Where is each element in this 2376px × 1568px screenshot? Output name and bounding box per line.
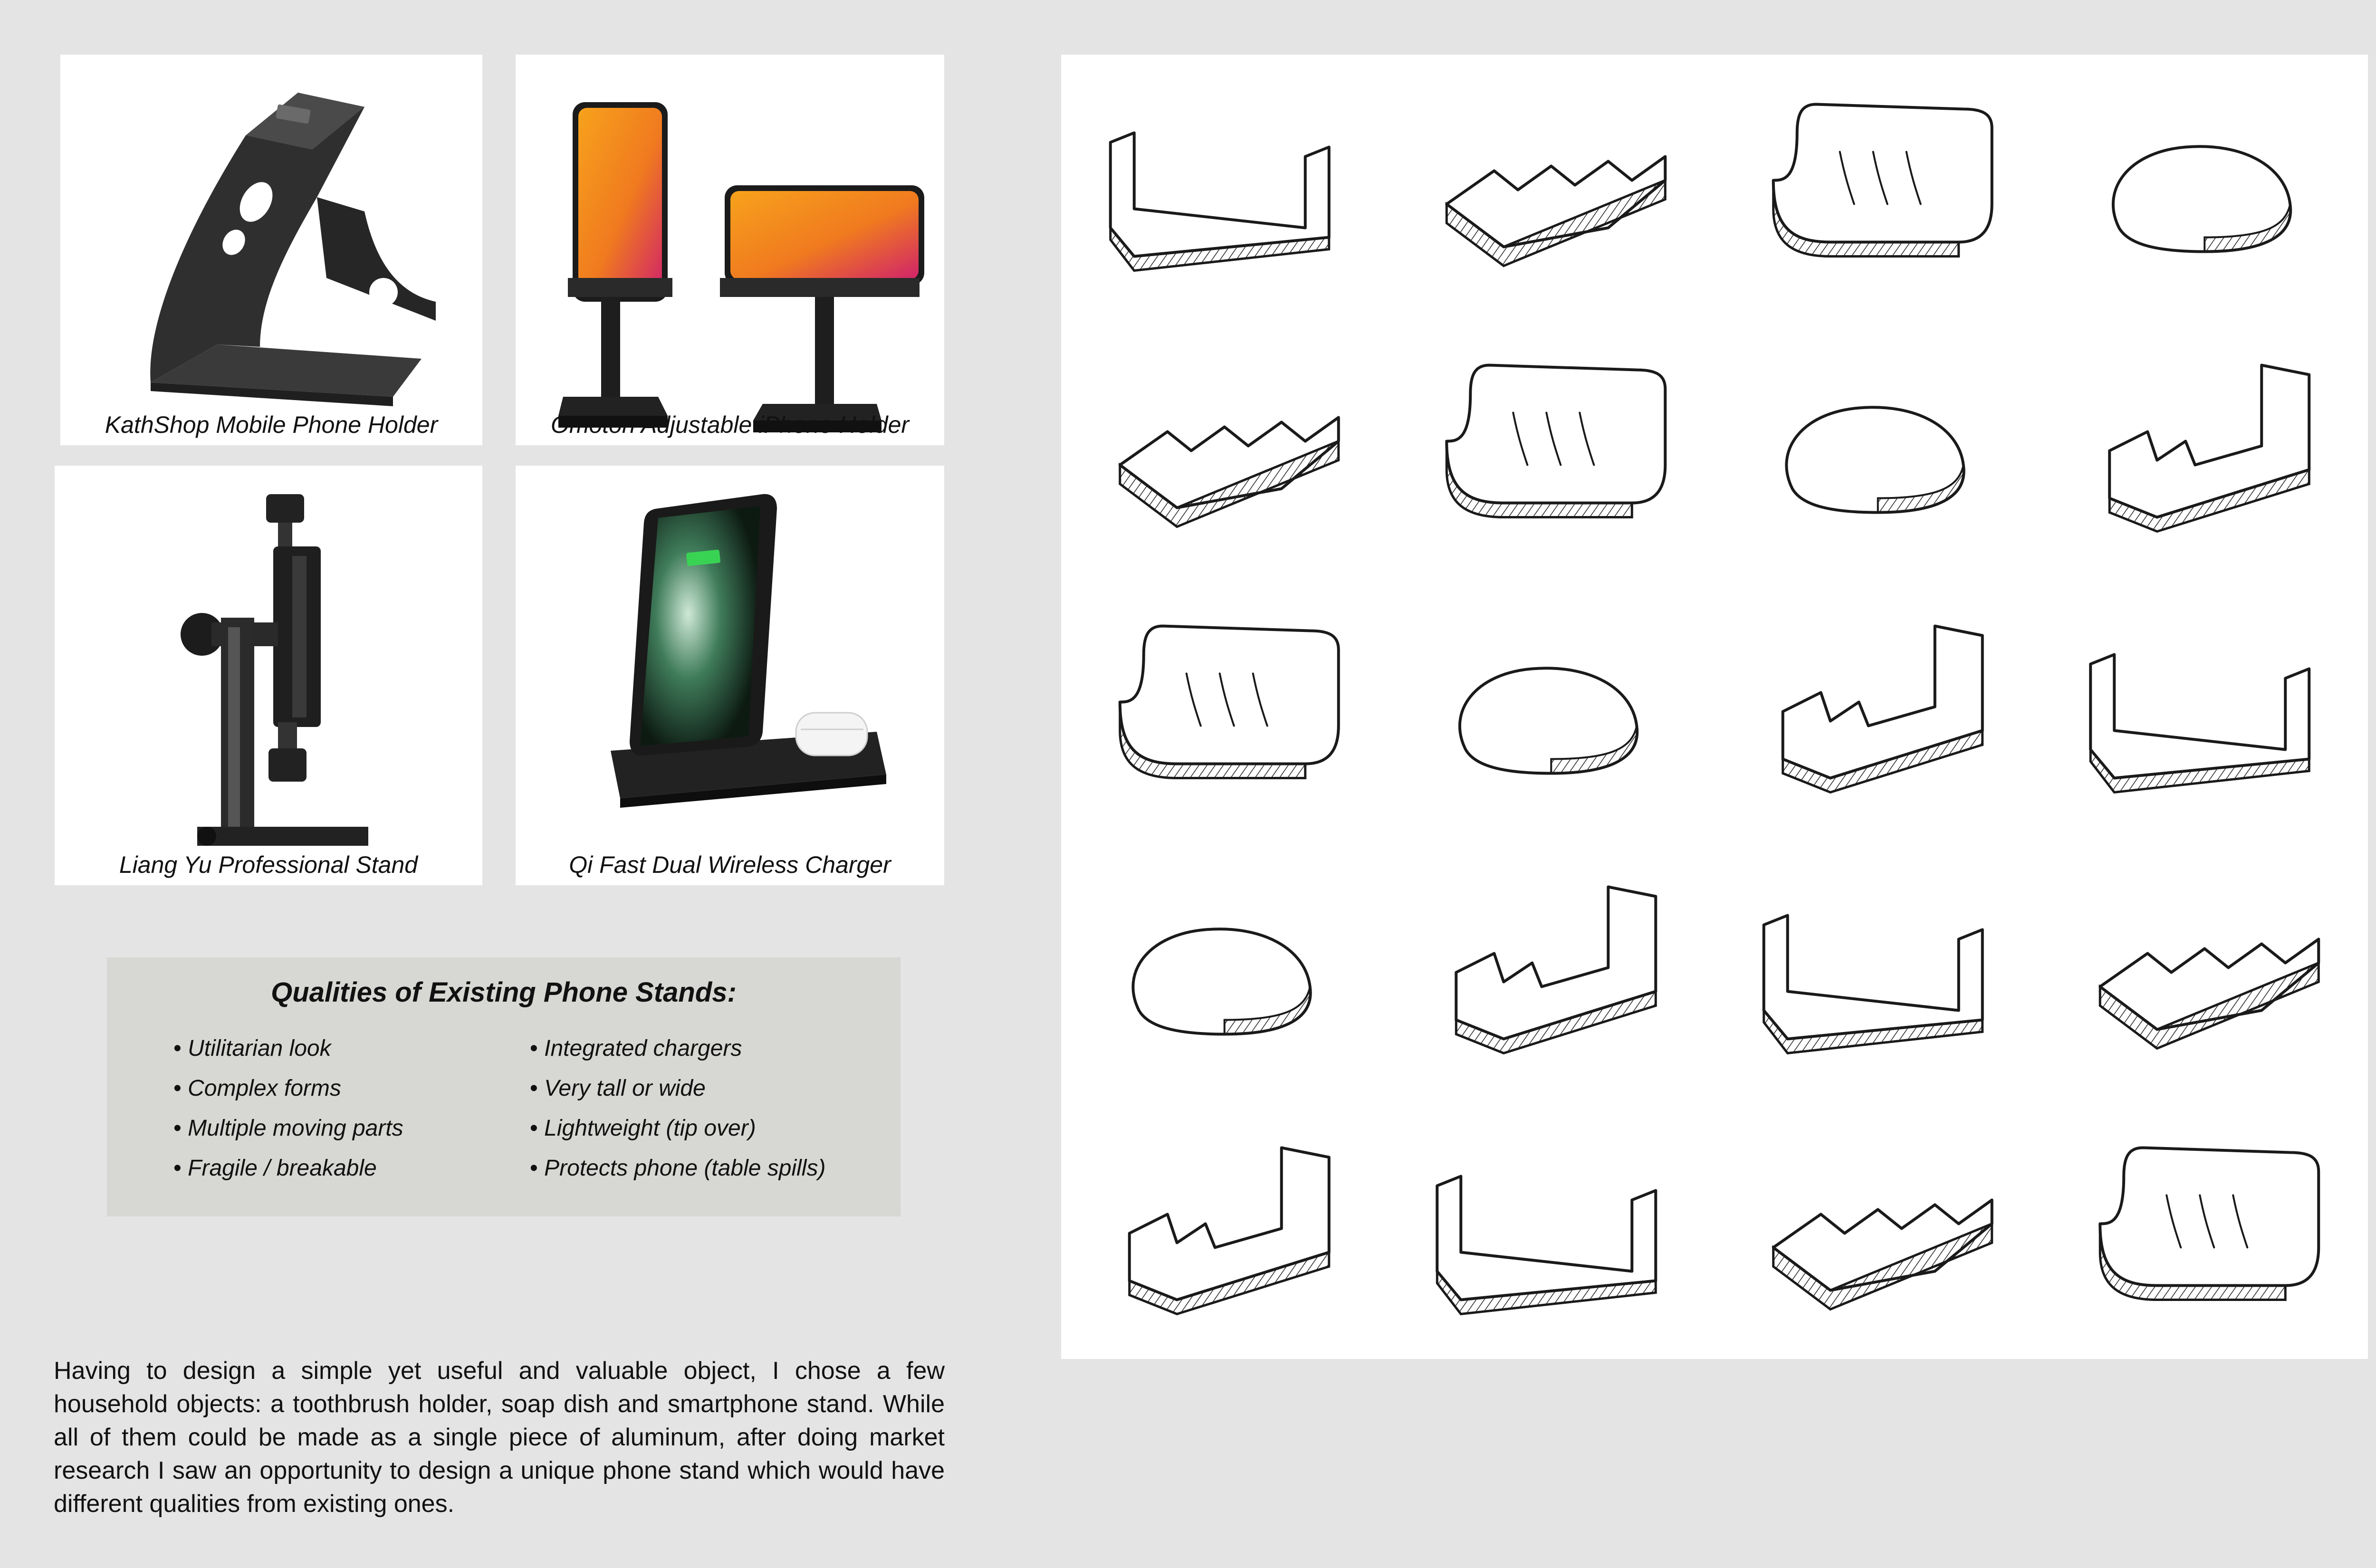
product-caption: Qi Fast Dual Wireless Charger bbox=[569, 851, 891, 878]
description-paragraph: Having to design a simple yet useful and… bbox=[54, 1357, 945, 1518]
product-card-omoton: Omoton Adjustable iPhone Holder bbox=[516, 55, 944, 445]
concept-sketch bbox=[2098, 937, 2320, 1050]
product-caption: Liang Yu Professional Stand bbox=[119, 851, 418, 878]
concept-sketch bbox=[1762, 914, 1984, 1055]
concept-sketch bbox=[1458, 667, 1639, 775]
phone-stand-concept-sketches bbox=[1109, 103, 2320, 1316]
quality-item: Multiple moving parts bbox=[173, 1109, 403, 1148]
quality-item: Lightweight (tip over) bbox=[530, 1109, 825, 1148]
concept-sketch bbox=[2111, 145, 2292, 253]
concept-sketch bbox=[1772, 103, 1993, 258]
concept-sketch bbox=[1445, 363, 1667, 518]
qualities-title: Qualities of Existing Phone Stands: bbox=[271, 977, 737, 1008]
concept-sketch bbox=[1128, 1146, 1331, 1316]
concept-sketch bbox=[1436, 1175, 1657, 1316]
concept-sketch bbox=[1445, 155, 1667, 268]
concept-sketch bbox=[1772, 1198, 1993, 1311]
concept-sketch bbox=[2108, 363, 2311, 533]
concept-sketch bbox=[1781, 624, 1984, 794]
concept-sketch bbox=[1109, 131, 1331, 272]
concept-sketch bbox=[1785, 406, 1965, 514]
product-card-kathshop: KathShop Mobile Phone Holder bbox=[60, 55, 482, 445]
adjustable-phone-holder-photo bbox=[558, 102, 924, 432]
tripod-phone-mount-photo bbox=[181, 494, 368, 846]
concept-sketch bbox=[2098, 1146, 2320, 1301]
quality-item: Protects phone (table spills) bbox=[530, 1148, 825, 1188]
concept-sketch bbox=[1131, 927, 1312, 1036]
quality-item: Very tall or wide bbox=[530, 1069, 825, 1109]
product-caption: KathShop Mobile Phone Holder bbox=[105, 411, 438, 438]
concept-sketch bbox=[1118, 624, 1340, 779]
quality-item: Complex forms bbox=[173, 1069, 403, 1109]
aluminum-phone-stand-photo bbox=[150, 93, 436, 406]
concept-sketch bbox=[1118, 416, 1340, 528]
qualities-list-right: Integrated chargers Very tall or wide Li… bbox=[530, 1029, 825, 1188]
quality-item: Fragile / breakable bbox=[173, 1148, 403, 1188]
quality-item: Integrated chargers bbox=[530, 1029, 825, 1069]
qualities-box: Qualities of Existing Phone Stands: Util… bbox=[107, 957, 901, 1216]
product-card-qi-charger: Qi Fast Dual Wireless Charger bbox=[516, 466, 944, 885]
product-caption: Omoton Adjustable iPhone Holder bbox=[550, 411, 910, 438]
quality-item: Utilitarian look bbox=[173, 1029, 403, 1069]
product-card-liang-yu: Liang Yu Professional Stand bbox=[55, 466, 482, 885]
wireless-charger-stand-photo bbox=[611, 494, 886, 808]
qualities-list-left: Utilitarian look Complex forms Multiple … bbox=[173, 1029, 403, 1188]
concept-sketch bbox=[1455, 885, 1657, 1055]
sketch-panel bbox=[1061, 55, 2368, 1359]
concept-sketch bbox=[2089, 653, 2311, 794]
